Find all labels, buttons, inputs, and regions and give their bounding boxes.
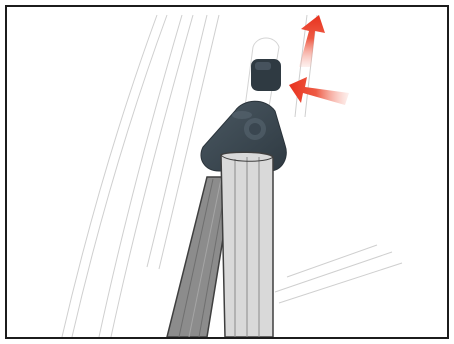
seat-belt-webbing-front	[220, 151, 274, 337]
illustration-frame	[5, 5, 449, 339]
slide-up-arrow-icon	[299, 15, 325, 67]
pillar-trim-lines	[61, 14, 403, 337]
seat-belt-illustration	[61, 14, 403, 337]
height-adjuster-button-icon	[251, 59, 281, 91]
push-arrow-icon	[289, 77, 349, 105]
